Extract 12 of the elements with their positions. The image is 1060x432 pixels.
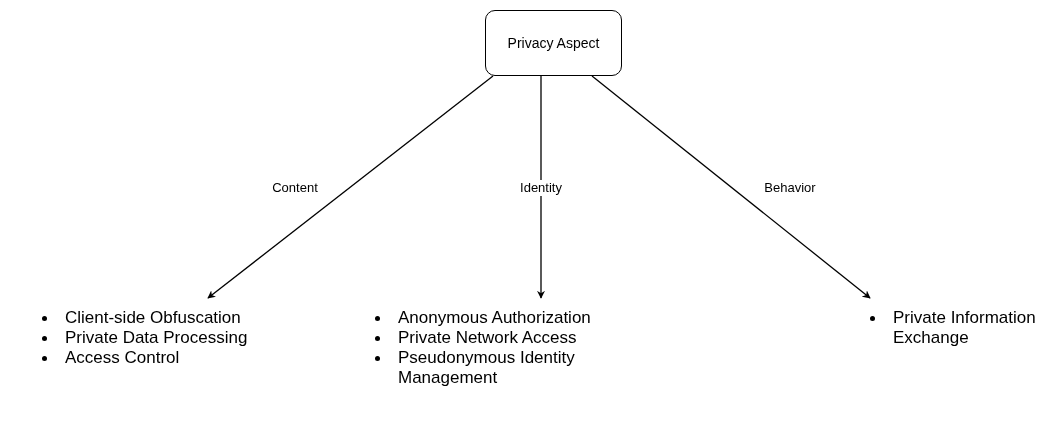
arrow xyxy=(537,75,545,299)
arrow xyxy=(207,75,494,299)
process-box xyxy=(485,10,622,76)
bullet-item: Private Information Exchange xyxy=(893,308,1037,348)
bullet-item: Access Control xyxy=(65,348,180,368)
bullet-item: Private Data Processing xyxy=(65,328,248,348)
bullet-item: Private Network Access xyxy=(398,328,577,348)
arrow xyxy=(591,75,871,299)
bullet-item: Pseudonymous Identity Management xyxy=(398,348,576,388)
box-label: Privacy Aspect xyxy=(507,33,600,53)
bullet-item: Anonymous Authorization xyxy=(398,308,591,328)
bullet-item: Client-side Obfuscation xyxy=(65,308,241,328)
